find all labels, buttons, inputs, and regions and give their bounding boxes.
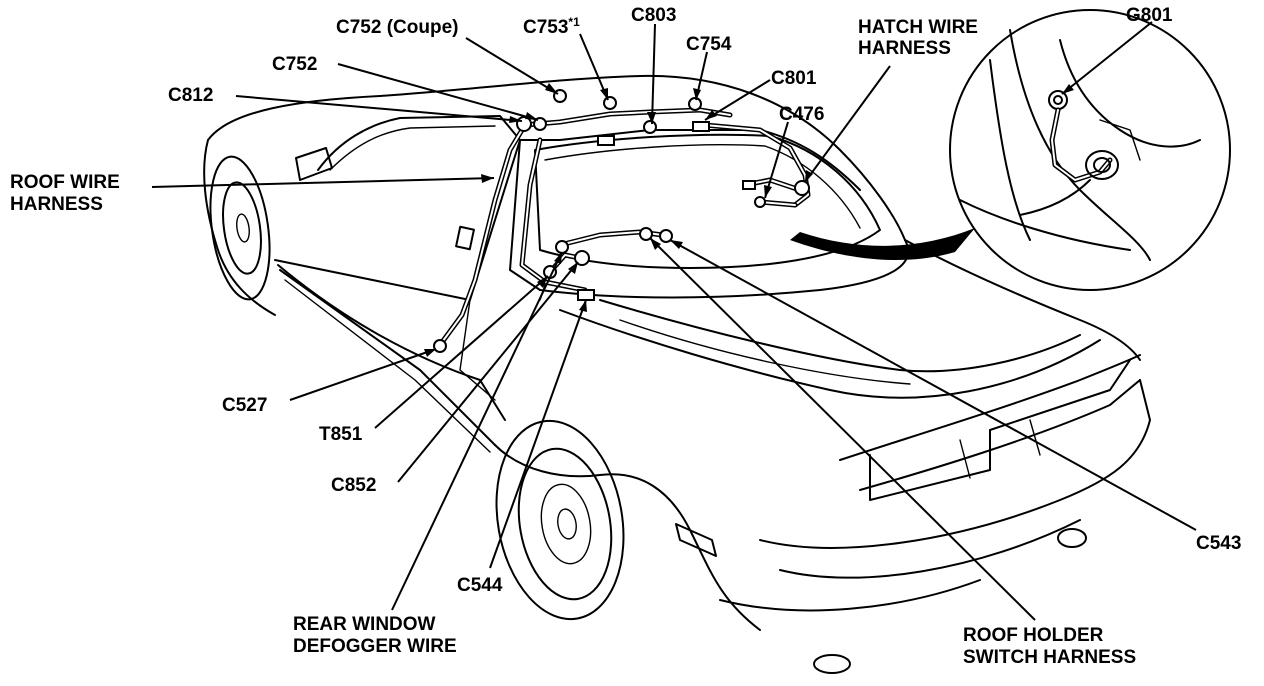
- label-c544: C544: [457, 575, 503, 596]
- connector-c544: [555, 240, 569, 254]
- inset-callout-wedge: [790, 228, 975, 261]
- connector-c754: [688, 97, 702, 111]
- car-illustration: [203, 74, 1151, 674]
- connector-c544-b: [577, 289, 595, 301]
- label-roof-holder-switch-harness-2: SWITCH HARNESS: [963, 647, 1136, 668]
- label-c801: C801: [771, 68, 817, 89]
- label-c754: C754: [686, 34, 732, 55]
- connector-c753: [603, 96, 617, 110]
- connector-c476: [754, 196, 766, 208]
- label-c852: C852: [331, 475, 376, 496]
- g801-inset: [790, 9, 1231, 291]
- label-hatch-wire-harness-2: HARNESS: [858, 38, 951, 59]
- label-c527: C527: [222, 395, 267, 416]
- label-roof-wire-harness-1: ROOF WIRE: [10, 172, 120, 193]
- label-c752: C752: [272, 54, 317, 75]
- label-c752-coupe: C752 (Coupe): [336, 17, 458, 38]
- connectors: [433, 89, 810, 353]
- label-c803: C803: [631, 5, 676, 26]
- leader-lines: [151, 21, 1197, 621]
- label-c543: C543: [1196, 533, 1241, 554]
- connector-c852: [574, 250, 590, 266]
- connector-c801: [692, 121, 710, 132]
- label-rear-window-defogger-wire-1: REAR WINDOW: [293, 614, 436, 635]
- connector-hatch-2: [742, 180, 756, 190]
- connector-c527: [433, 339, 447, 353]
- roof-holder-switch-harness-path: [547, 229, 673, 275]
- connector-c543-b: [659, 229, 673, 243]
- connector-c752: [533, 117, 547, 131]
- label-roof-wire-harness-2: HARNESS: [10, 194, 103, 215]
- connector-c543-a: [639, 227, 653, 241]
- arrowheads: [424, 83, 1074, 357]
- label-c812: C812: [168, 85, 213, 106]
- label-c753: C753*1: [523, 15, 580, 38]
- label-roof-holder-switch-harness-1: ROOF HOLDER: [963, 625, 1104, 646]
- label-hatch-wire-harness-1: HATCH WIRE: [858, 17, 978, 38]
- connector-hatch-1: [794, 180, 810, 196]
- hatch-wire-harness-path: [702, 122, 811, 208]
- label-g801: G801: [1126, 5, 1173, 26]
- label-c476: C476: [779, 104, 824, 125]
- connector-c803: [643, 120, 657, 134]
- label-t851: T851: [319, 424, 363, 445]
- label-rear-window-defogger-wire-2: DEFOGGER WIRE: [293, 636, 457, 657]
- labels: C752 (Coupe) C753*1 C803 C754 C752 C801 …: [10, 5, 1241, 668]
- connector-roof-mid: [597, 135, 615, 146]
